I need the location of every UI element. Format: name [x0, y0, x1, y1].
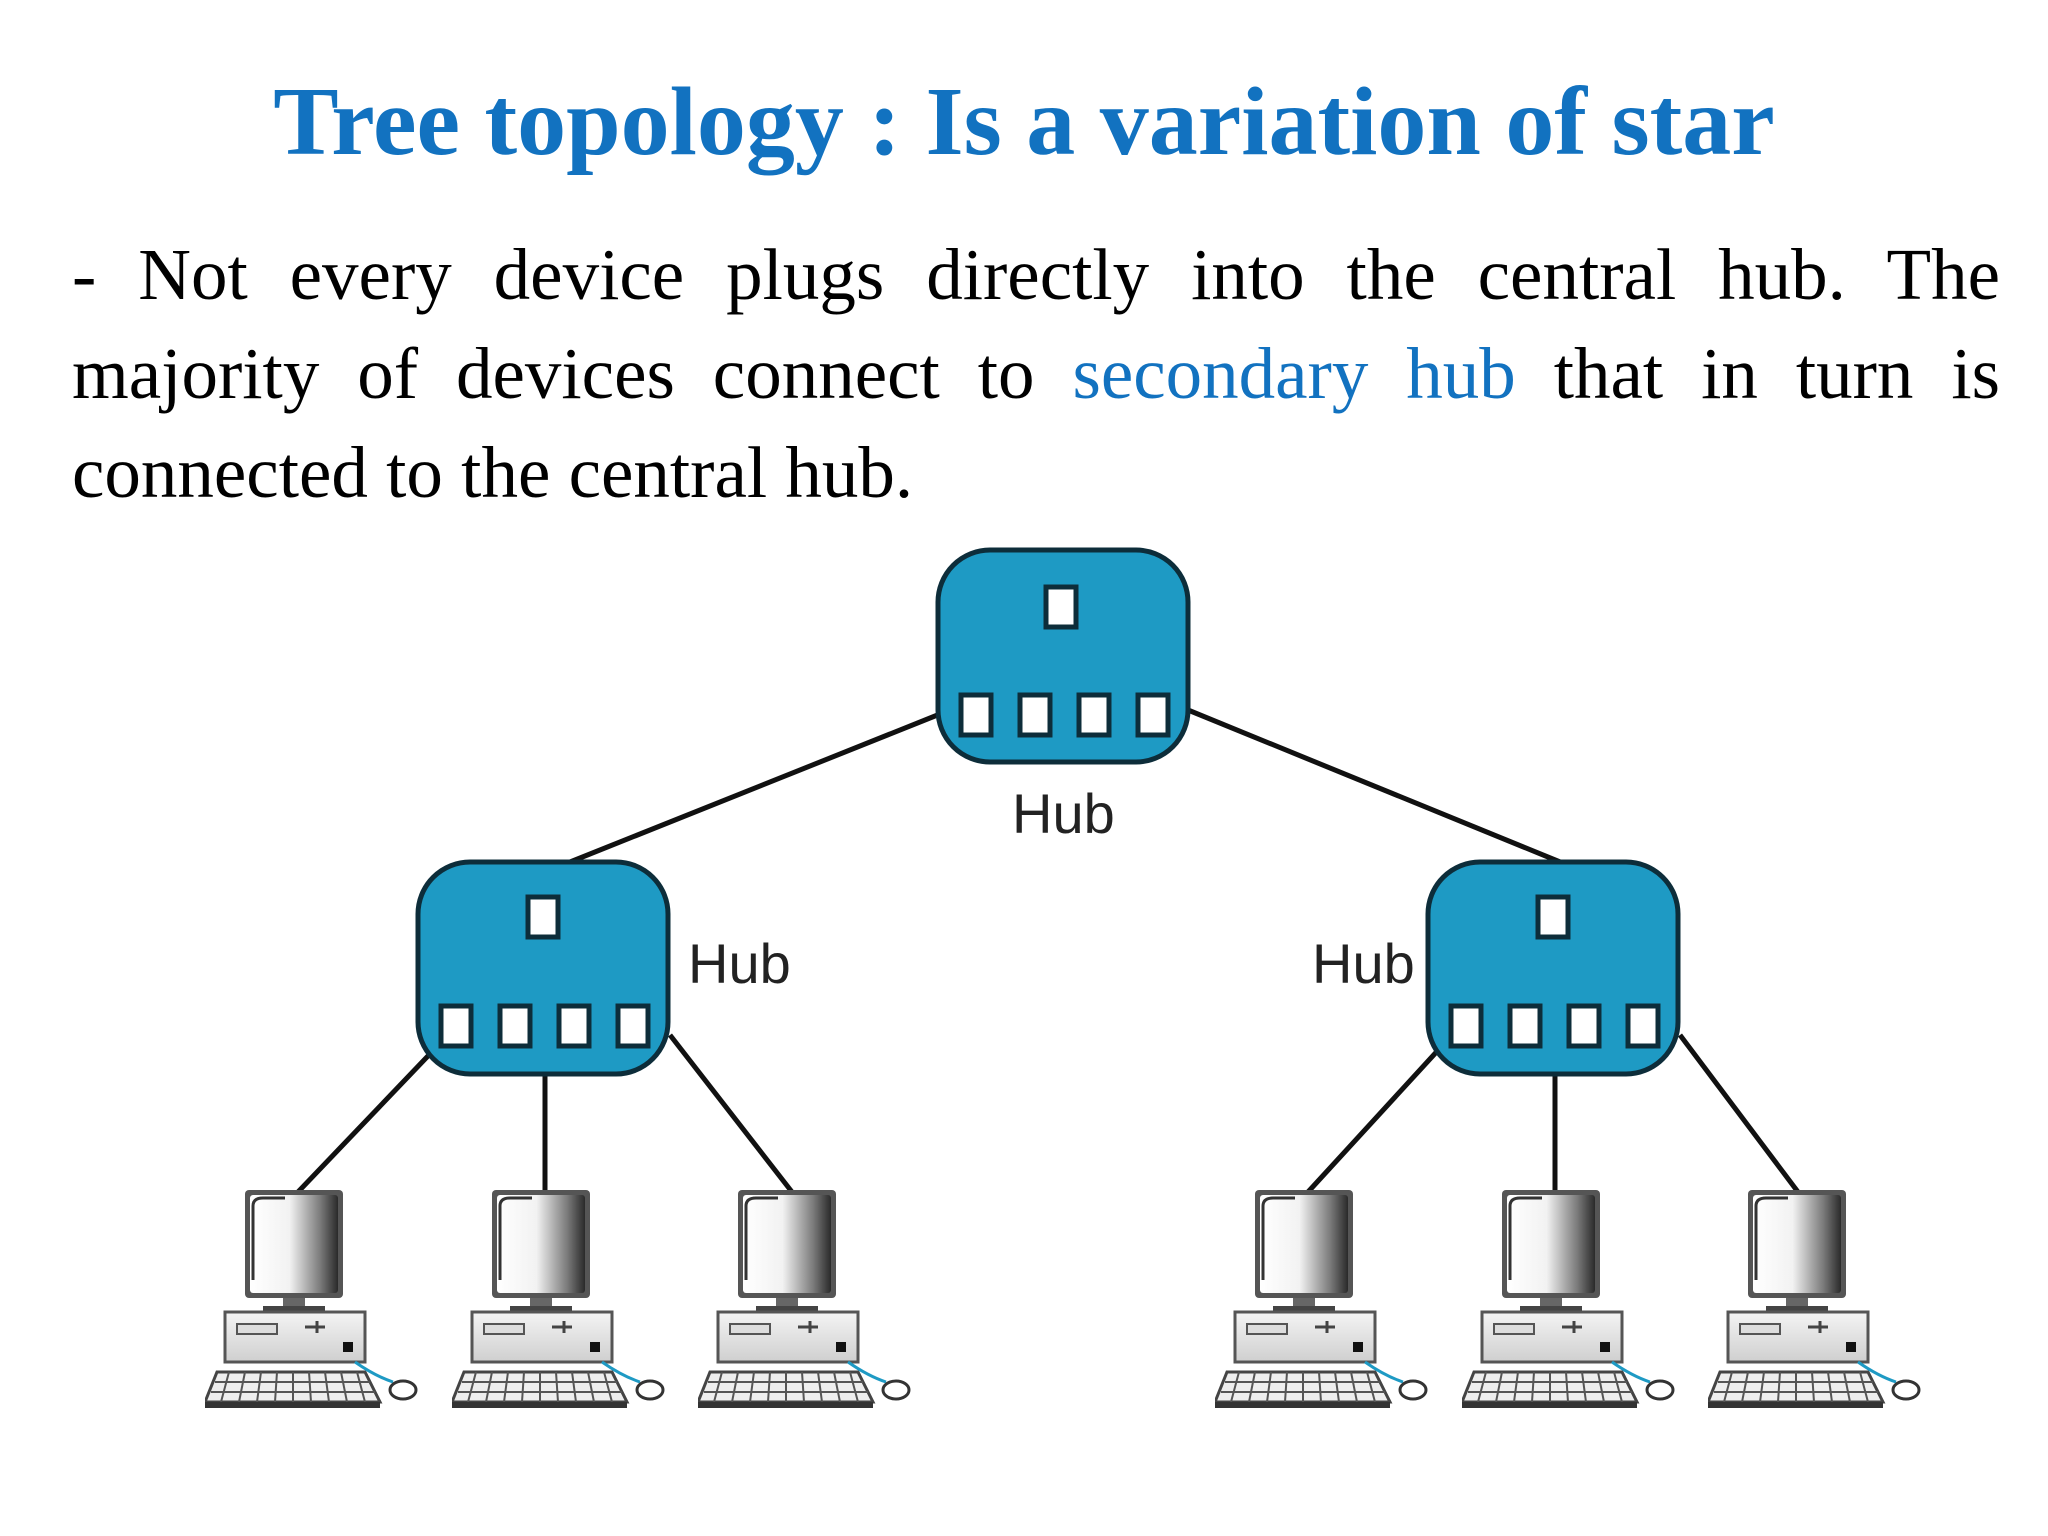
link-right-hub-to-pc6 [1678, 1033, 1800, 1194]
computers [205, 1190, 1919, 1408]
computer-1 [205, 1190, 416, 1408]
computer-6 [1708, 1190, 1919, 1408]
central-hub-label: Hub [1012, 782, 1115, 845]
computer-4 [1215, 1190, 1426, 1408]
body-dash: - [72, 234, 139, 315]
connection-lines [296, 707, 1800, 1194]
computer-2 [452, 1190, 663, 1408]
left-hub-label: Hub [688, 932, 791, 995]
link-left-hub-to-pc3 [668, 1033, 794, 1194]
right-hub-label: Hub [1312, 932, 1415, 995]
central-hub [935, 547, 1191, 765]
slide-title: Tree topology : Is a variation of star [273, 68, 1775, 176]
computer-5 [1462, 1190, 1673, 1408]
left-secondary-hub [415, 859, 671, 1077]
body-text-part1: Not every device plugs directly into the… [72, 234, 2000, 414]
slide-body-text: - Not every device plugs directly into t… [72, 225, 2000, 522]
link-central-to-right-hub [1187, 707, 1571, 869]
body-highlight-secondary-hub: secondary hub [1072, 333, 1516, 414]
right-secondary-hub [1425, 859, 1681, 1077]
link-central-to-left-hub [559, 707, 951, 869]
body-text-part2: that in turn is connected to the central… [72, 333, 2001, 513]
link-right-hub-to-pc4 [1306, 1033, 1454, 1194]
computer-3 [698, 1190, 909, 1408]
link-left-hub-to-pc1 [296, 1033, 450, 1194]
